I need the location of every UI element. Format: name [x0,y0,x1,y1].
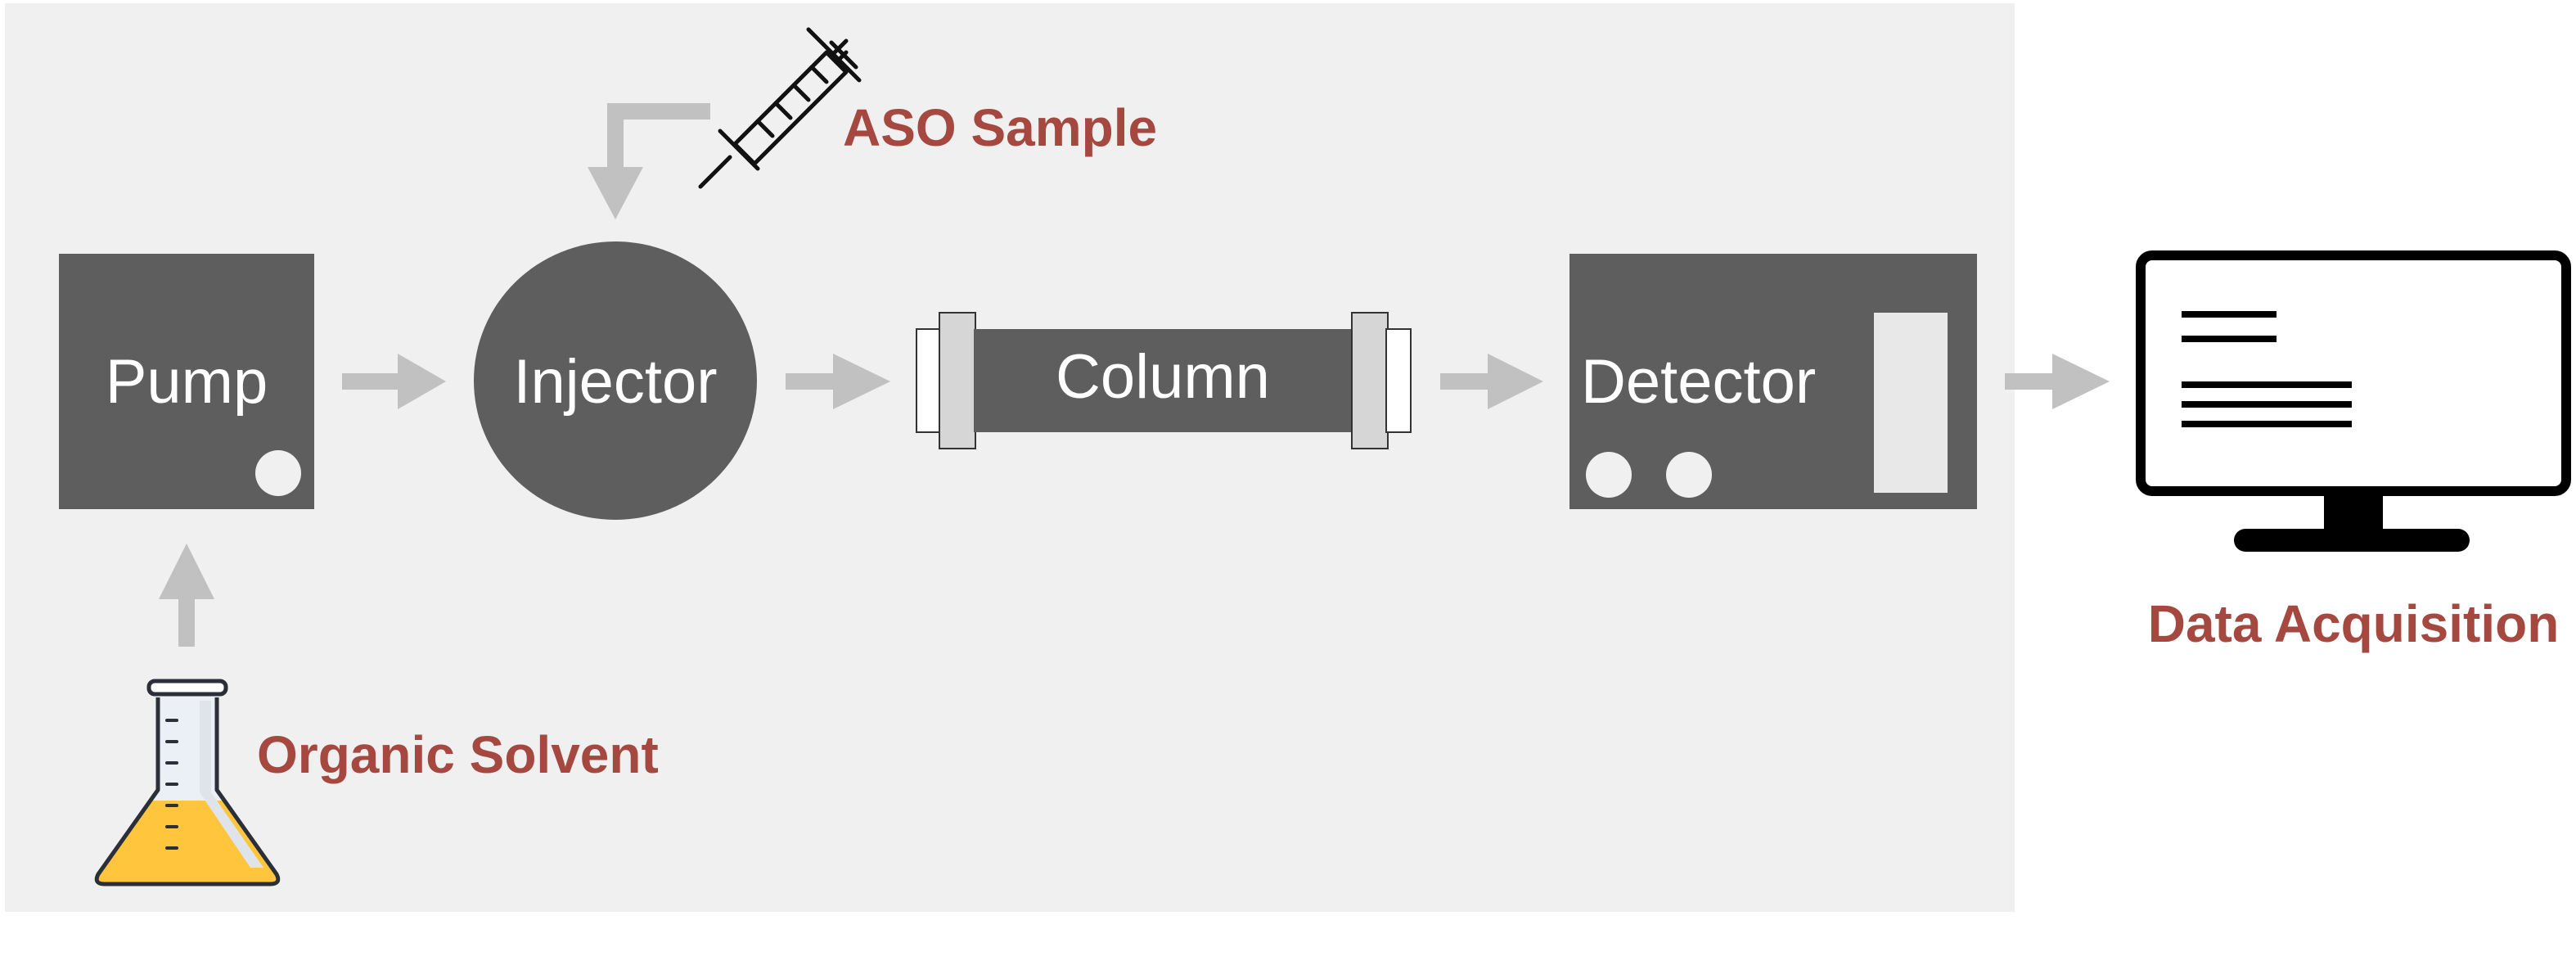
monitor-screen [2136,250,2571,496]
pump-label: Pump [106,347,268,417]
injector-circle [474,241,757,520]
monitor-neck [2324,491,2383,534]
column-fitting-left [939,312,976,449]
arrow-detector-to-computer [2005,354,2110,409]
injector-block: Injector [474,241,757,520]
monitor-icon [2136,250,2571,552]
monitor-stand [2234,529,2470,552]
data-acquisition-label: Data Acquisition [2148,594,2560,653]
aso-sample-label: ASO Sample [843,98,1157,157]
injector-label: Injector [513,347,717,417]
arrow-sample-to-injector [588,103,710,219]
pump-indicator [255,450,301,496]
detector-block: Detector [1569,254,1977,509]
detector-label: Detector [1581,347,1816,417]
column-label: Column [1056,342,1270,412]
arrow-pump-to-injector [342,354,446,409]
flask-highlight [200,701,263,868]
flask-graduations [165,719,178,850]
pump-block: Pump [59,254,314,509]
column-end-cap-left [916,328,942,433]
column-fitting-right [1351,312,1389,449]
arrow-column-to-detector [1440,354,1543,409]
detector-display-window [1874,313,1948,493]
column-end-cap-right [1385,328,1412,433]
column-block: Column [916,312,1412,449]
syringe-icon [698,27,862,189]
arrow-injector-to-column [786,354,890,409]
organic-solvent-label: Organic Solvent [257,725,659,784]
column-body [974,329,1352,432]
flask-outline [94,697,281,887]
flask-rim [146,679,228,697]
arrow-solvent-to-pump [159,544,214,647]
detector-indicator-2 [1666,452,1712,498]
screen-text-lines [2182,311,2352,427]
detector-indicator-1 [1586,452,1632,498]
